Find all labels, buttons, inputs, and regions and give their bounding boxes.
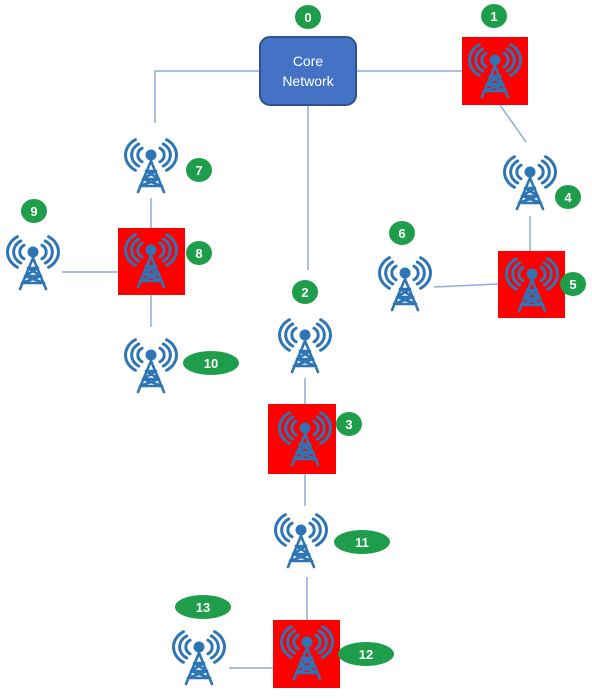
- node-11: [274, 513, 328, 569]
- badge-label-8: 8: [195, 246, 202, 261]
- cell-tower-icon: [468, 43, 522, 99]
- core-network-box: [259, 36, 357, 106]
- node-1: [462, 37, 528, 105]
- badge-8: 8: [186, 241, 212, 265]
- node-8: [118, 228, 185, 295]
- link-0-7: [154, 70, 260, 123]
- node-2: [278, 318, 332, 374]
- badge-12: 12: [338, 642, 394, 666]
- node-3: [268, 404, 336, 474]
- badge-6: 6: [389, 221, 415, 245]
- node-6: [378, 256, 432, 312]
- cell-tower-icon: [280, 625, 334, 681]
- badge-label-6: 6: [398, 226, 405, 241]
- badge-label-11: 11: [355, 535, 369, 550]
- core-network-label-line1: Core: [293, 53, 324, 69]
- link-1-4: [499, 104, 527, 143]
- cell-tower-icon: [172, 630, 226, 686]
- badge-3: 3: [336, 412, 362, 436]
- node-5: [498, 251, 565, 318]
- cell-tower-icon: [124, 233, 178, 289]
- cell-tower-icon: [124, 138, 178, 194]
- badge-1: 1: [481, 4, 507, 28]
- badge-label-13: 13: [196, 600, 210, 615]
- badge-label-10: 10: [204, 356, 218, 371]
- node-7: [124, 138, 178, 194]
- cell-tower-icon: [6, 235, 60, 291]
- badge-11: 11: [334, 530, 390, 554]
- badge-label-12: 12: [359, 647, 373, 662]
- core-network-node: Core Network: [259, 36, 357, 106]
- node-13: [172, 630, 226, 686]
- node-12: [273, 620, 340, 688]
- badge-7: 7: [186, 158, 212, 182]
- cell-tower-icon: [505, 257, 559, 313]
- cell-tower-icon: [378, 256, 432, 312]
- link-5-6: [433, 283, 499, 288]
- badge-label-3: 3: [345, 417, 352, 432]
- badge-2: 2: [292, 280, 318, 304]
- badge-5: 5: [560, 272, 586, 296]
- badge-label-2: 2: [301, 285, 308, 300]
- badge-label-7: 7: [195, 163, 202, 178]
- badge-4: 4: [555, 185, 581, 209]
- cell-tower-icon: [278, 318, 332, 374]
- badge-10: 10: [183, 351, 239, 375]
- cell-tower-icon: [124, 338, 178, 394]
- node-4: [503, 155, 557, 211]
- node-9: [6, 235, 60, 291]
- badge-label-0: 0: [304, 10, 311, 25]
- badge-label-4: 4: [564, 190, 572, 205]
- nodes-layer: [6, 37, 565, 688]
- highlight-box-8: [118, 228, 185, 295]
- cell-tower-icon: [503, 155, 557, 211]
- links-layer: [62, 70, 531, 669]
- badge-label-1: 1: [490, 9, 497, 24]
- badge-label-9: 9: [30, 204, 37, 219]
- badge-label-5: 5: [569, 277, 576, 292]
- badge-0: 0: [295, 5, 321, 29]
- core-network-label-line2: Network: [282, 73, 334, 89]
- cell-tower-icon: [278, 411, 332, 467]
- node-10: [124, 338, 178, 394]
- highlight-box-12: [273, 620, 340, 688]
- badge-9: 9: [21, 199, 47, 223]
- cell-tower-icon: [274, 513, 328, 569]
- badge-13: 13: [175, 595, 231, 619]
